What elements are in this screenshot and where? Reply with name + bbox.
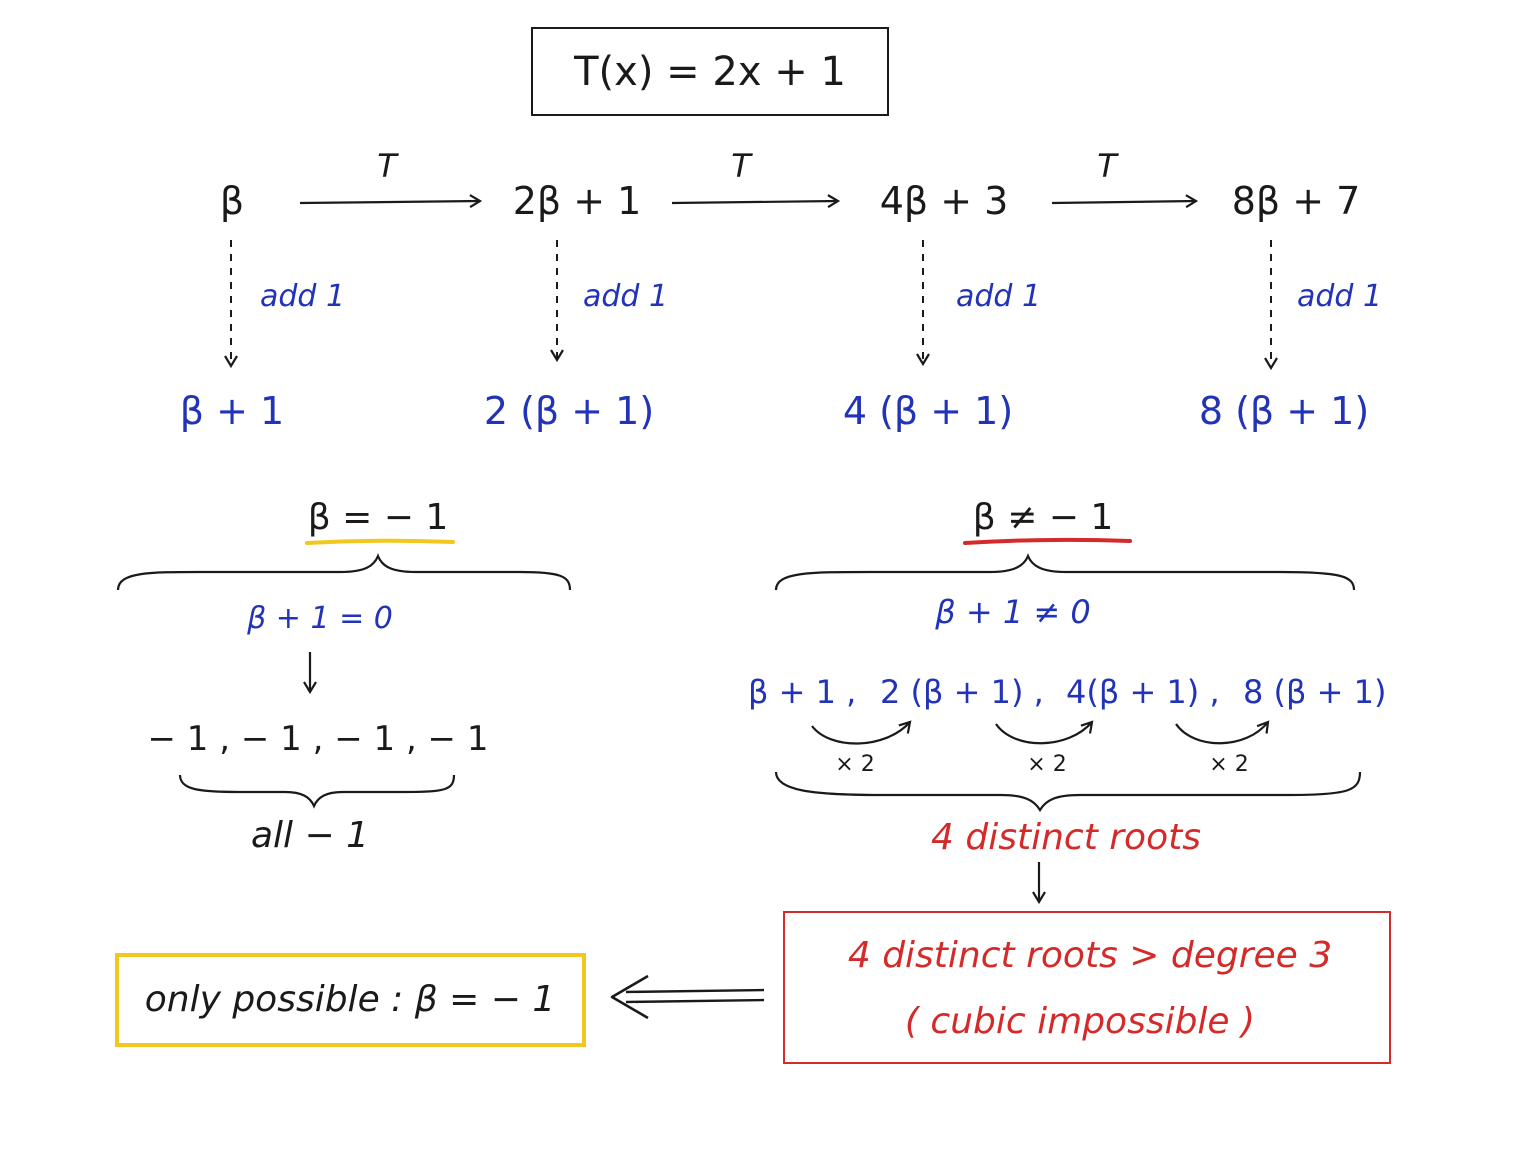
chain-term-3: 4β + 3 <box>879 179 1009 223</box>
left-bottom-brace <box>178 774 456 809</box>
case-not-equal-condition: β ≠ − 1 <box>972 497 1114 538</box>
times2-arrow-3 <box>1175 720 1270 745</box>
sequence-term-2: 2 (β + 1) , <box>880 673 1044 711</box>
implies-line-1 <box>625 988 765 994</box>
implies-line-2 <box>625 998 765 1004</box>
contradiction-line-2: ( cubic impossible ) <box>904 1001 1256 1042</box>
formula-box <box>531 27 889 116</box>
case-equal-values: − 1 , − 1 , − 1 , − 1 <box>147 719 489 759</box>
add-label-3: add 1 <box>956 279 1042 314</box>
left-top-brace <box>116 553 572 591</box>
contradiction-line-1: 4 distinct roots > degree 3 <box>847 935 1333 976</box>
sequence-term-4: 8 (β + 1) <box>1243 673 1387 711</box>
times2-arrow-2 <box>995 720 1094 745</box>
t-arrow-2 <box>671 194 841 209</box>
t-label-3: T <box>1097 147 1117 185</box>
formula-text: T(x) = 2x + 1 <box>574 49 846 95</box>
distinct-roots-label: 4 distinct roots <box>931 817 1201 858</box>
t-arrow-1 <box>299 194 483 209</box>
chain-term-2: 2β + 1 <box>512 179 642 223</box>
conclusion-text: only possible : β = − 1 <box>144 979 556 1020</box>
case-equal-implication: β + 1 = 0 <box>247 601 393 636</box>
chain-term-4: 8β + 7 <box>1231 179 1361 223</box>
red-underline <box>963 537 1132 545</box>
t-label-1: T <box>377 147 397 185</box>
times2-label-1: × 2 <box>835 752 875 777</box>
add-label-4: add 1 <box>1297 279 1383 314</box>
right-top-brace <box>774 553 1356 591</box>
times2-arrow-1 <box>811 720 912 745</box>
case-not-equal-implication: β + 1 ≠ 0 <box>935 593 1091 631</box>
result-4: 8 (β + 1) <box>1198 389 1370 433</box>
case-equal-condition: β = − 1 <box>307 497 449 538</box>
sequence-term-1: β + 1 , <box>748 673 857 711</box>
times2-label-2: × 2 <box>1027 752 1067 777</box>
right-bottom-brace <box>774 771 1362 813</box>
t-arrow-3 <box>1051 194 1199 209</box>
chain-term-1: β <box>219 179 245 223</box>
case-equal-summary: all − 1 <box>250 815 370 856</box>
contradiction-box <box>783 911 1391 1064</box>
add-label-1: add 1 <box>260 279 346 314</box>
result-1: β + 1 <box>179 389 285 433</box>
result-2: 2 (β + 1) <box>483 389 655 433</box>
t-label-2: T <box>731 147 751 185</box>
sequence-term-3: 4(β + 1) , <box>1066 673 1220 711</box>
times2-label-3: × 2 <box>1209 752 1249 777</box>
add-label-2: add 1 <box>583 279 669 314</box>
conclusion-box <box>115 953 586 1047</box>
yellow-underline <box>305 538 455 545</box>
implies-head <box>610 974 649 1020</box>
result-3: 4 (β + 1) <box>842 389 1014 433</box>
